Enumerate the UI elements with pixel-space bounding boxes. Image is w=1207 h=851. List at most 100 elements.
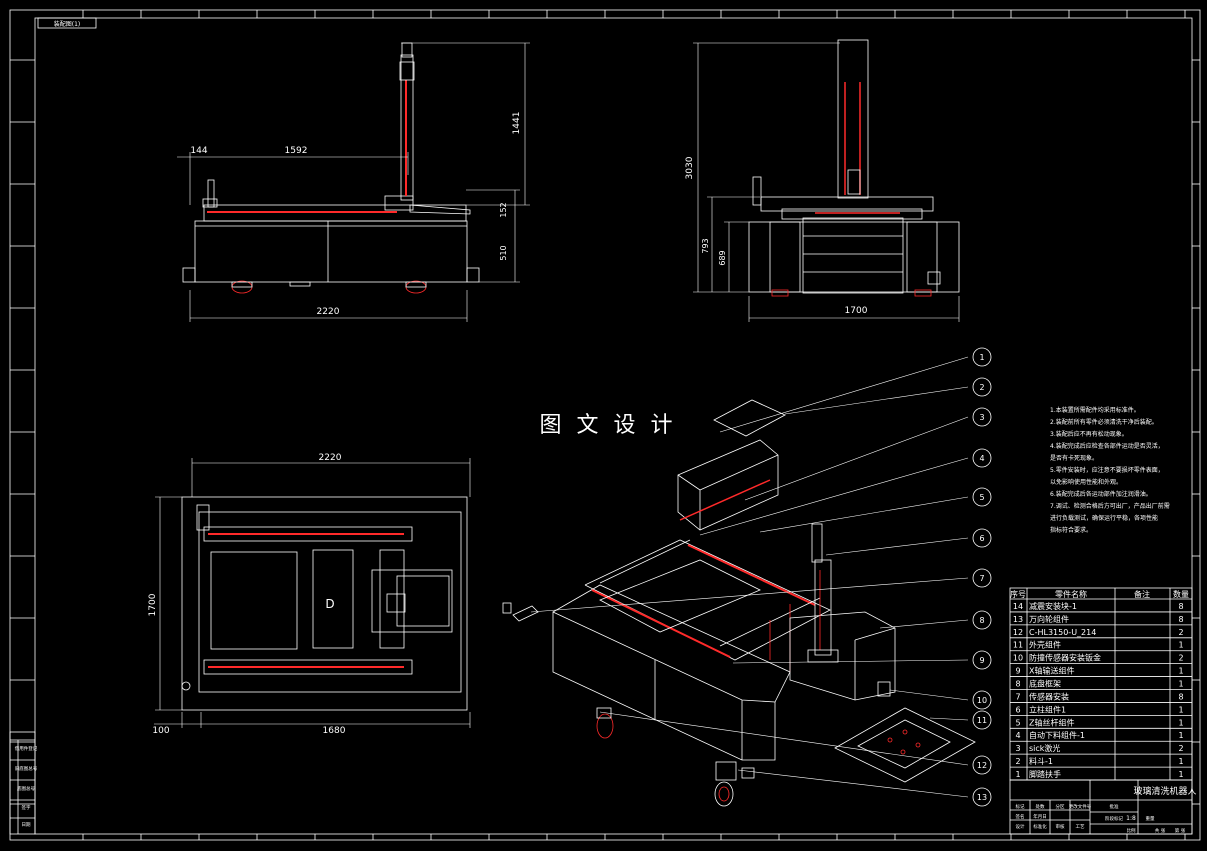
part-balloon-number: 2 <box>979 383 984 392</box>
title-block-cells: 标记处数分区更改文件号签名年月日设计标准化审核工艺批准阶段标记重量比例共 张第 … <box>1016 803 1186 834</box>
bom-row-qty: 1 <box>1178 757 1183 766</box>
bom-row-name: 脚踏扶手 <box>1029 769 1061 779</box>
bom-row-qty: 2 <box>1178 744 1183 753</box>
part-balloon-number: 5 <box>979 493 984 502</box>
bom-row-qty: 8 <box>1178 615 1183 624</box>
title-block-cell: 第 张 <box>1175 827 1186 834</box>
dim-side-1700: 1700 <box>845 306 868 316</box>
bom-row-name: C-HL3150-U_214 <box>1029 628 1096 637</box>
bom-header-name: 零件名称 <box>1055 589 1087 599</box>
bom-row-qty: 8 <box>1178 602 1183 611</box>
part-balloon: 1 <box>972 347 992 367</box>
title-block-cell: 阶段标记 <box>1105 815 1123 822</box>
iso-mount-plate <box>834 707 976 783</box>
bom-header-no: 序号 <box>1010 589 1026 599</box>
title-block-cell: 标准化 <box>1033 823 1047 830</box>
part-balloon: 7 <box>972 568 992 588</box>
scale-value: 1:8 <box>1126 815 1136 822</box>
isometric-view <box>502 399 976 807</box>
title-block-cell: 比例 <box>1127 827 1136 834</box>
bom-header-note: 备注 <box>1134 589 1150 599</box>
revision-label: 底图总号 <box>17 785 35 792</box>
bom-row-no: 5 <box>1015 718 1020 727</box>
part-balloon-number: 12 <box>977 761 987 770</box>
top-view-dimensions <box>154 458 471 728</box>
bom-row-qty: 1 <box>1178 667 1183 676</box>
side-view-dimensions <box>693 42 960 322</box>
part-balloon: 2 <box>972 377 992 397</box>
part-balloon: 6 <box>972 528 992 548</box>
bom-row-no: 14 <box>1013 602 1023 611</box>
leader-lines <box>530 356 969 798</box>
dim-top-1700: 1700 <box>148 593 158 616</box>
part-balloon: 12 <box>972 755 992 775</box>
bom-row-no: 1 <box>1015 770 1020 779</box>
bom-row-name: Z轴丝杆组件 <box>1029 717 1074 727</box>
title-block-cell: 重量 <box>1146 815 1155 822</box>
bom-row-no: 4 <box>1015 731 1020 740</box>
product-name: 玻璃清洗机器人 <box>1133 785 1196 797</box>
top-view <box>181 496 468 711</box>
bom-row-qty: 1 <box>1178 705 1183 714</box>
title-block-cell: 设计 <box>1016 823 1025 830</box>
bom-row-qty: 1 <box>1178 641 1183 650</box>
part-balloon: 3 <box>972 407 992 427</box>
part-balloon-number: 3 <box>979 413 984 422</box>
top-view-panel-label: D <box>325 597 334 611</box>
note-line: 指标符合要求。 <box>1050 526 1092 534</box>
dim-front-152: 152 <box>499 202 508 217</box>
note-line: 1.本装置所需配件均采用标准件。 <box>1050 406 1140 414</box>
bom-row-name: 自动下料组件-1 <box>1029 730 1085 740</box>
bom-row-no: 13 <box>1013 615 1023 624</box>
bom-row-name: sick激光 <box>1029 743 1060 753</box>
dim-front-1592: 1592 <box>285 146 308 156</box>
revision-label: 旧底图总号 <box>15 765 38 772</box>
dim-front-510: 510 <box>499 245 508 260</box>
sheet-border <box>9 9 1201 841</box>
bom-row-no: 7 <box>1015 692 1020 701</box>
bom-row-qty: 2 <box>1178 654 1183 663</box>
title-block-cell: 签名 <box>1016 813 1025 820</box>
bom-row-name: 立柱组件1 <box>1029 704 1066 714</box>
bom-header-qty: 数量 <box>1173 589 1189 599</box>
bom-row-no: 9 <box>1015 667 1020 676</box>
note-line: 5.零件安装时，应注意不要损坏零件表面， <box>1050 466 1164 474</box>
title-block-cell: 标记 <box>1016 803 1025 810</box>
note-line: 以免影响使用性能和外观。 <box>1050 478 1122 486</box>
part-balloon-number: 8 <box>979 616 984 625</box>
part-balloon: 5 <box>972 487 992 507</box>
bom-row-qty: 2 <box>1178 628 1183 637</box>
watermark-text: 图 文 设 计 <box>540 413 677 438</box>
title-block-cell: 共 张 <box>1155 827 1166 834</box>
part-balloon-number: 11 <box>977 716 987 725</box>
title-block-cell: 工艺 <box>1076 824 1085 830</box>
dim-front-144: 144 <box>190 146 207 156</box>
revision-label: 借用件登记 <box>15 745 38 752</box>
bom-row-no: 10 <box>1013 654 1023 663</box>
bom-row-qty: 1 <box>1178 718 1183 727</box>
part-balloon-number: 9 <box>979 656 984 665</box>
bom-row-qty: 8 <box>1178 692 1183 701</box>
part-balloon-number: 6 <box>979 534 984 543</box>
bom-row-qty: 1 <box>1178 680 1183 689</box>
part-balloon: 11 <box>972 710 992 730</box>
front-wheel-left <box>231 280 253 294</box>
bom-row-no: 6 <box>1015 705 1020 714</box>
dim-side-793: 793 <box>701 238 710 253</box>
title-block-cell: 更改文件号 <box>1069 803 1092 810</box>
part-balloon: 8 <box>972 610 992 630</box>
bom-row-no: 2 <box>1015 757 1020 766</box>
bom-row-no: 3 <box>1015 744 1020 753</box>
bom-row-name: 外壳组件 <box>1029 640 1061 650</box>
technical-notes: 1.本装置所需配件均采用标准件。2.装配前所有零件必须清洗干净后装配。3.装配后… <box>1050 406 1170 534</box>
part-balloon: 9 <box>972 650 992 670</box>
note-line: 2.装配前所有零件必须清洗干净后装配。 <box>1050 418 1158 426</box>
note-line: 进行负载测试，确保运行平稳，各项性能 <box>1050 514 1158 522</box>
dim-side-3030: 3030 <box>685 156 695 179</box>
bom-row-no: 8 <box>1015 680 1020 689</box>
